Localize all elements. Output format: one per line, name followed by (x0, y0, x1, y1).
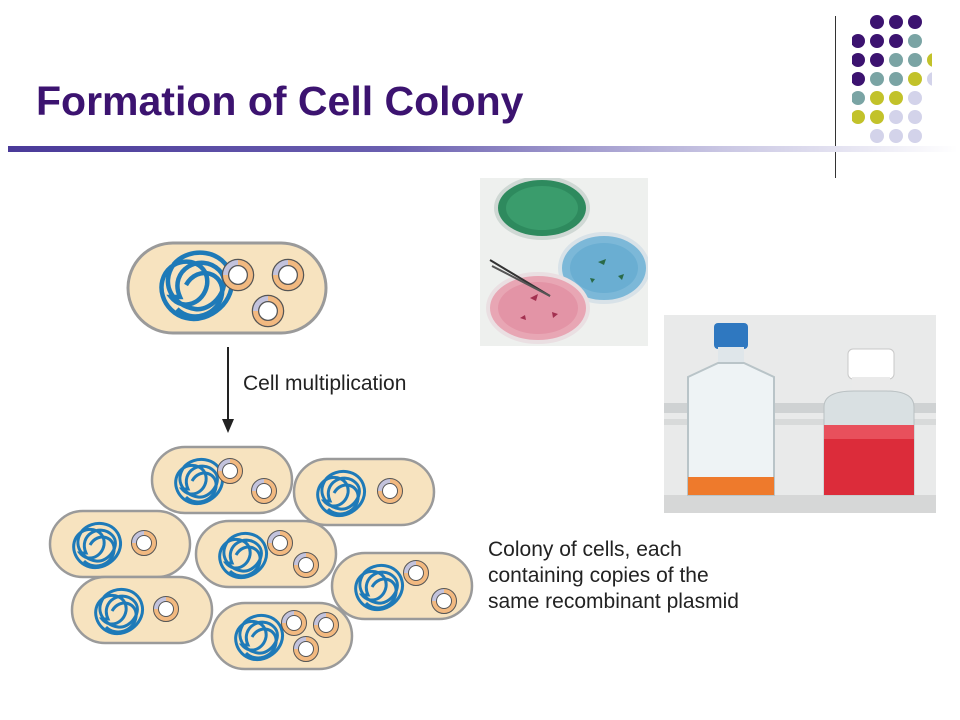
decorative-dot (908, 129, 922, 143)
daughter-cell (70, 575, 214, 645)
decorative-dot (870, 34, 884, 48)
plasmid-icon (282, 611, 307, 636)
colony-caption-line: same recombinant plasmid (488, 590, 739, 613)
decorative-dot (852, 72, 865, 86)
decorative-dot (870, 91, 884, 105)
plasmid-icon (268, 531, 293, 556)
daughter-cell (210, 601, 354, 671)
decorative-dot (870, 53, 884, 67)
colony-caption: Colony of cells, each containing copies … (488, 537, 828, 615)
decorative-dot (927, 72, 932, 86)
decorative-dot (889, 15, 903, 29)
decorative-dot (870, 72, 884, 86)
decorative-dot (908, 53, 922, 67)
colony-caption-line: containing copies of the (488, 564, 709, 587)
plasmid-icon (252, 479, 277, 504)
petri-dishes-photo (480, 178, 648, 346)
plasmid-icon (218, 459, 243, 484)
plasmid-icon (294, 553, 319, 578)
decorative-dot (852, 91, 865, 105)
title-underline (8, 146, 958, 152)
plasmid-icon (132, 531, 157, 556)
colony-caption-line: Colony of cells, each (488, 538, 682, 561)
daughter-cell (330, 551, 474, 621)
decorative-dot (889, 72, 903, 86)
decorative-dot (908, 110, 922, 124)
decorative-dot (852, 34, 865, 48)
cell-colony (48, 445, 474, 671)
daughter-cell (48, 509, 192, 579)
decorative-dot (889, 129, 903, 143)
decorative-dot (889, 110, 903, 124)
cell-multiplication-diagram (48, 241, 474, 671)
plasmid-icon (294, 637, 319, 662)
plasmid-icon (378, 479, 403, 504)
decorative-dot (852, 53, 865, 67)
decorative-dot (927, 53, 932, 67)
slide-title: Formation of Cell Colony (36, 78, 524, 124)
decorative-dot (870, 129, 884, 143)
culture-flask-bottle-photo (664, 315, 936, 513)
daughter-cell (194, 519, 338, 589)
plasmid-icon (314, 613, 339, 638)
decorative-dot-grid (852, 15, 932, 143)
multiplication-arrow (222, 347, 234, 433)
decorative-vertical-line (835, 16, 836, 178)
decorative-dot (852, 110, 865, 124)
plasmid-icon (154, 597, 179, 622)
decorative-dot (889, 91, 903, 105)
cell-multiplication-label: Cell multiplication (243, 372, 407, 395)
decorative-dot (889, 53, 903, 67)
daughter-cell (292, 457, 436, 527)
decorative-dot (889, 34, 903, 48)
decorative-dot (870, 15, 884, 29)
parent-cell (126, 241, 328, 335)
plasmid-icon (404, 561, 429, 586)
plasmid-icon (432, 589, 457, 614)
daughter-cell (150, 445, 294, 515)
decorative-dot (908, 72, 922, 86)
decorative-dot (870, 110, 884, 124)
decorative-dot (908, 34, 922, 48)
decorative-dot (908, 91, 922, 105)
decorative-dot (908, 15, 922, 29)
